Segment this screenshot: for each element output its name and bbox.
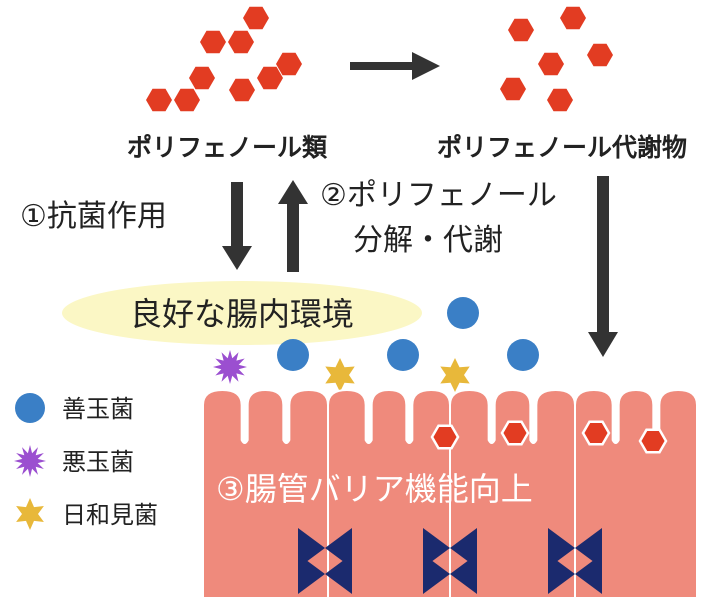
metabolite-hexagons — [500, 6, 613, 112]
metabolite-arrow-shaft — [597, 176, 609, 334]
good-bacteria — [447, 297, 479, 329]
hexagon-icon — [276, 52, 302, 76]
absorbed-metabolites — [430, 420, 668, 454]
junction-triangle — [450, 554, 477, 594]
spiky-star-icon — [14, 445, 46, 477]
legend-bad-label: 悪玉菌 — [62, 448, 134, 476]
environment-ellipse — [62, 281, 422, 345]
hexagon-icon — [200, 30, 226, 54]
step1-label: ①抗菌作用 — [20, 199, 167, 234]
junction-triangle — [423, 528, 450, 568]
metabolites-label: ポリフェノール代謝物 — [437, 133, 687, 162]
metabolite-arrow-head — [588, 332, 618, 357]
step2-arrow-shaft — [287, 200, 299, 272]
good-bacteria — [507, 339, 539, 371]
junction-triangle — [298, 528, 325, 568]
hexagon-icon — [638, 428, 668, 454]
step1-arrow-shaft — [231, 182, 243, 248]
hexagon-icon — [189, 66, 215, 90]
star-icon — [16, 498, 44, 530]
star-shape — [213, 350, 247, 384]
good-bacteria — [277, 339, 309, 371]
step2-label-line2: 分解・代謝 — [353, 223, 503, 258]
opportunistic-bacteria — [325, 358, 470, 392]
hexagon-icon — [228, 30, 254, 54]
transform-arrow-head — [412, 52, 440, 80]
hexagon-icon — [560, 6, 586, 30]
junction-triangle — [298, 554, 325, 594]
polyphenol-hexagons — [146, 6, 302, 112]
hexagon-icon — [581, 420, 611, 446]
epithelial-cell — [202, 388, 329, 599]
legend: 善玉菌 悪玉菌 日和見菌 — [14, 393, 158, 530]
hexagon-icon — [538, 52, 564, 76]
junction-triangle — [548, 554, 575, 594]
step2-label-line1: ②ポリフェノール — [320, 178, 557, 213]
hexagon-icon — [430, 424, 460, 450]
good-bacteria — [387, 339, 419, 371]
star-shape — [440, 358, 470, 392]
polyphenols-label: ポリフェノール類 — [127, 133, 328, 162]
junction-triangle — [423, 554, 450, 594]
hexagon-icon — [174, 88, 200, 112]
junction-triangle — [548, 528, 575, 568]
junction-triangle — [575, 554, 602, 594]
junction-triangle — [575, 528, 602, 568]
star-shape — [325, 358, 355, 392]
step1-arrow-head — [222, 246, 252, 270]
hexagon-icon — [243, 6, 269, 30]
hexagon-icon — [500, 77, 526, 101]
legend-opp-label: 日和見菌 — [62, 501, 158, 529]
star-shape — [14, 445, 46, 477]
junction-triangle — [450, 528, 477, 568]
junction-triangle — [325, 554, 352, 594]
epithelial-cells — [202, 388, 698, 599]
hexagon-icon — [508, 18, 534, 42]
epithelial-cell — [449, 388, 576, 599]
tight-junctions — [298, 528, 602, 594]
hexagon-icon — [257, 66, 283, 90]
junction-triangle — [325, 528, 352, 568]
circle-icon — [15, 393, 45, 423]
hexagon-icon — [229, 78, 255, 102]
hexagon-icon — [500, 420, 530, 446]
bad-bacteria — [213, 350, 247, 384]
environment-label: 良好な腸内環境 — [130, 295, 354, 333]
barrier-label: ③腸管バリア機能向上 — [216, 470, 533, 508]
hexagon-icon — [587, 43, 613, 67]
epithelial-cell — [327, 388, 451, 599]
legend-good-label: 善玉菌 — [62, 395, 134, 423]
hexagon-icon — [547, 88, 573, 112]
hexagon-icon — [146, 88, 172, 112]
star-shape — [16, 498, 44, 530]
step2-arrow-head — [278, 180, 308, 204]
